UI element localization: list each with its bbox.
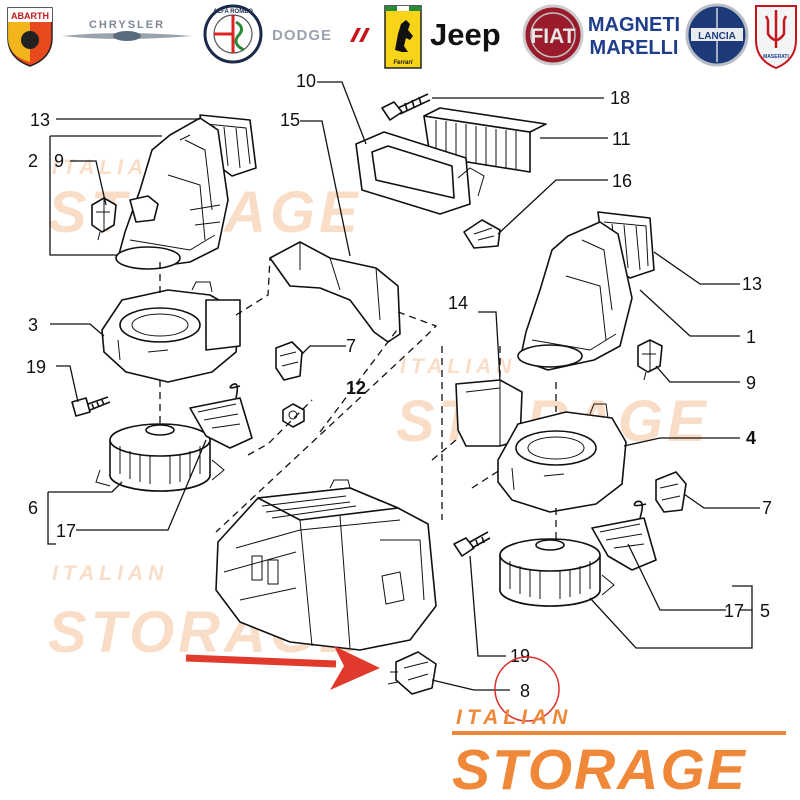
hvac-main-case: [215, 479, 437, 651]
magneti-marelli-logo: MAGNETI MARELLI: [588, 14, 680, 59]
callout-11: 11: [612, 129, 631, 149]
callout-4: 4: [746, 428, 756, 448]
fiat-logo-text: FIAT: [530, 25, 575, 48]
callout-10: 10: [296, 71, 316, 91]
blower-resistor-right: [591, 500, 657, 571]
leader-lines: [47, 81, 760, 691]
callout-19-right: 19: [510, 646, 530, 666]
magneti-marelli-text-1: MAGNETI: [588, 14, 680, 36]
callout-9-left: 9: [54, 151, 64, 171]
fiat-logo: FIAT: [522, 4, 584, 66]
retaining-clip: [463, 219, 501, 249]
watermark-word-italian: ITALIAN: [52, 562, 168, 585]
hex-nut: [282, 403, 305, 428]
highlight-circle: [494, 656, 560, 722]
ferrari-logo-text: Ferrari: [393, 60, 412, 66]
blower-resistor-left: [189, 383, 253, 449]
magneti-marelli-text-2: MARELLI: [590, 37, 679, 59]
abarth-logo-text: ABARTH: [11, 11, 49, 21]
callout-13-right: 13: [742, 274, 762, 294]
callout-14: 14: [448, 293, 468, 313]
ferrari-logo: Ferrari: [384, 5, 422, 69]
callout-19-left: 19: [26, 357, 46, 377]
callout-8: 8: [520, 681, 530, 701]
callout-16: 16: [612, 171, 632, 191]
callout-17-right: 17: [724, 601, 744, 621]
watermark-word-italian: ITALIAN: [52, 156, 168, 179]
callout-15: 15: [280, 110, 300, 130]
air-duct-housing-left: [115, 117, 229, 270]
air-duct-tube: [269, 241, 401, 343]
actuator-motor-right: [637, 339, 663, 381]
callout-labels: 13 2 9 3 19 6 17 15 10 18 11 16 7 12 14 …: [26, 71, 772, 701]
chrysler-logo: CHRYSLER: [62, 19, 192, 41]
logo-word-storage: STORAGE: [452, 738, 747, 800]
blower-motor-left: [95, 423, 225, 492]
blower-housing-left: [101, 281, 241, 383]
dodge-logo: DODGE: [272, 27, 370, 44]
italian-storage-logo: ITALIAN STORAGE: [452, 706, 786, 800]
maserati-logo: MASERATI: [755, 5, 797, 70]
jeep-logo: Jeep: [430, 17, 501, 52]
callout-6: 6: [28, 498, 38, 518]
callout-2: 2: [28, 151, 38, 171]
alfa-romeo-logo: ALFA ROMEO: [203, 4, 263, 64]
screw-right: [453, 531, 491, 557]
alfa-romeo-logo-text: ALFA ROMEO: [213, 9, 253, 15]
highlight-annotation: [185, 646, 560, 722]
watermark-word-italian: ITALIAN: [400, 355, 516, 378]
actuator-motor-left: [91, 195, 159, 241]
blower-housing-right: [497, 403, 627, 513]
air-duct-housing-right: [517, 221, 633, 371]
blower-motor-right: [499, 538, 615, 607]
maserati-logo-text: MASERATI: [763, 54, 789, 60]
callout-7-right: 7: [762, 498, 772, 518]
chrysler-logo-text: CHRYSLER: [89, 19, 165, 31]
temperature-sensor-part-8[interactable]: [387, 651, 437, 695]
screw-top: [381, 93, 431, 121]
red-pointer-arrow: [185, 646, 380, 690]
callout-12: 12: [346, 378, 366, 398]
brand-logo-strip: ABARTH CHRYSLER ALFA ROMEO DODGE: [7, 3, 797, 70]
lancia-logo-text: LANCIA: [698, 31, 736, 42]
callout-5: 5: [760, 601, 770, 621]
callout-9-right: 9: [746, 373, 756, 393]
screw-left: [71, 396, 111, 417]
filter-housing-frame: [355, 131, 485, 215]
abarth-logo: ABARTH: [7, 7, 53, 67]
callout-13-left: 13: [30, 110, 50, 130]
callout-18: 18: [610, 88, 630, 108]
harness-clip-left: [275, 341, 303, 381]
callout-1: 1: [746, 327, 756, 347]
harness-clip-right: [655, 471, 687, 513]
lancia-logo: LANCIA: [685, 3, 749, 67]
callout-17-left: 17: [56, 521, 76, 541]
callout-7-left: 7: [346, 336, 356, 356]
logo-word-italian: ITALIAN: [456, 706, 572, 729]
dodge-logo-text: DODGE: [272, 27, 332, 44]
callout-3: 3: [28, 315, 38, 335]
